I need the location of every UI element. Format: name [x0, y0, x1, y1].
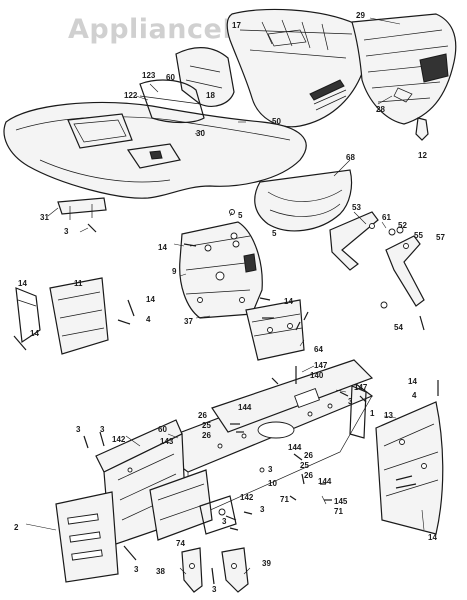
callout: 29 [356, 11, 365, 20]
callout: 147 [354, 383, 368, 392]
callout: 3 [134, 565, 139, 574]
callout: 61 [382, 213, 391, 222]
callout: 52 [398, 221, 407, 230]
callout: 3 [212, 585, 217, 594]
hood-body [226, 8, 368, 128]
hardware [13, 209, 439, 585]
callout: 13 [384, 411, 393, 420]
callout: 31 [40, 213, 49, 222]
fender-bracket [57, 197, 107, 220]
callout: 144 [288, 443, 302, 452]
callout: 14 [408, 377, 417, 386]
main-frame [148, 359, 374, 521]
callout: 5 [238, 211, 243, 220]
callout: 3 [268, 465, 273, 474]
callout: 2 [14, 523, 19, 532]
callout: 60 [166, 73, 175, 82]
callout: 9 [172, 267, 177, 276]
callout: 26 [198, 411, 207, 420]
callout: 64 [314, 345, 323, 354]
callout: 68 [346, 153, 355, 162]
callout: 143 [160, 437, 174, 446]
callout: 28 [376, 105, 385, 114]
callout: 10 [268, 479, 277, 488]
callout: 14 [146, 295, 155, 304]
callout: 55 [414, 231, 423, 240]
front-bumper-plate [55, 491, 119, 583]
callout: 74 [176, 539, 185, 548]
dash-tower [179, 221, 263, 319]
left-side-panel [15, 277, 109, 355]
callout: 144 [318, 477, 332, 486]
callout: 147 [314, 361, 328, 370]
callout: 1 [370, 409, 375, 418]
callout: 18 [206, 91, 215, 100]
steering-plate [149, 469, 237, 541]
callout: 12 [418, 151, 427, 160]
callout: 71 [334, 507, 343, 516]
callout: 144 [238, 403, 252, 412]
callout: 14 [428, 533, 437, 542]
callout: 3 [76, 425, 81, 434]
callout: 30 [196, 129, 205, 138]
callout: 37 [184, 317, 193, 326]
callout: 26 [304, 451, 313, 460]
callout: 4 [412, 391, 417, 400]
callout: 14 [158, 243, 167, 252]
callout: 71 [280, 495, 289, 504]
callout: 57 [436, 233, 445, 242]
callout: 123 [142, 71, 156, 80]
front-support [245, 299, 305, 361]
pivot-brackets [329, 211, 425, 309]
callout: 14 [284, 297, 293, 306]
hitch-bracket-right [221, 547, 249, 593]
callout: 14 [18, 279, 27, 288]
callout: 5 [272, 229, 277, 238]
callout: 39 [262, 559, 271, 568]
callout: 50 [272, 117, 281, 126]
callout: 17 [232, 21, 241, 30]
callout: 3 [222, 517, 227, 526]
callout: 38 [156, 567, 165, 576]
seat-pan [139, 79, 205, 124]
hood-side-panel [175, 47, 235, 107]
callout: 140 [310, 371, 324, 380]
callout: 26 [202, 431, 211, 440]
callout: 145 [334, 497, 348, 506]
rear-right-panel [375, 401, 444, 535]
callout: 14 [30, 329, 39, 338]
fender-deck [3, 101, 307, 199]
callout: 3 [260, 505, 265, 514]
callout: 53 [352, 203, 361, 212]
callout: 25 [202, 421, 211, 430]
leader-lines [25, 17, 425, 575]
battery-tray [254, 169, 353, 232]
hitch-bracket-left [181, 547, 203, 593]
callout: 60 [158, 425, 167, 434]
callout: 3 [348, 397, 353, 406]
callout: 4 [146, 315, 151, 324]
hood-clip [415, 117, 429, 141]
callout: 11 [74, 279, 83, 288]
callout: 142 [112, 435, 126, 444]
callout: 25 [300, 461, 309, 470]
callout: 142 [240, 493, 254, 502]
callout: 54 [394, 323, 403, 332]
callout: 26 [304, 471, 313, 480]
callout: 3 [100, 425, 105, 434]
callout: 3 [64, 227, 69, 236]
callout: 122 [124, 91, 138, 100]
grille [351, 13, 457, 125]
